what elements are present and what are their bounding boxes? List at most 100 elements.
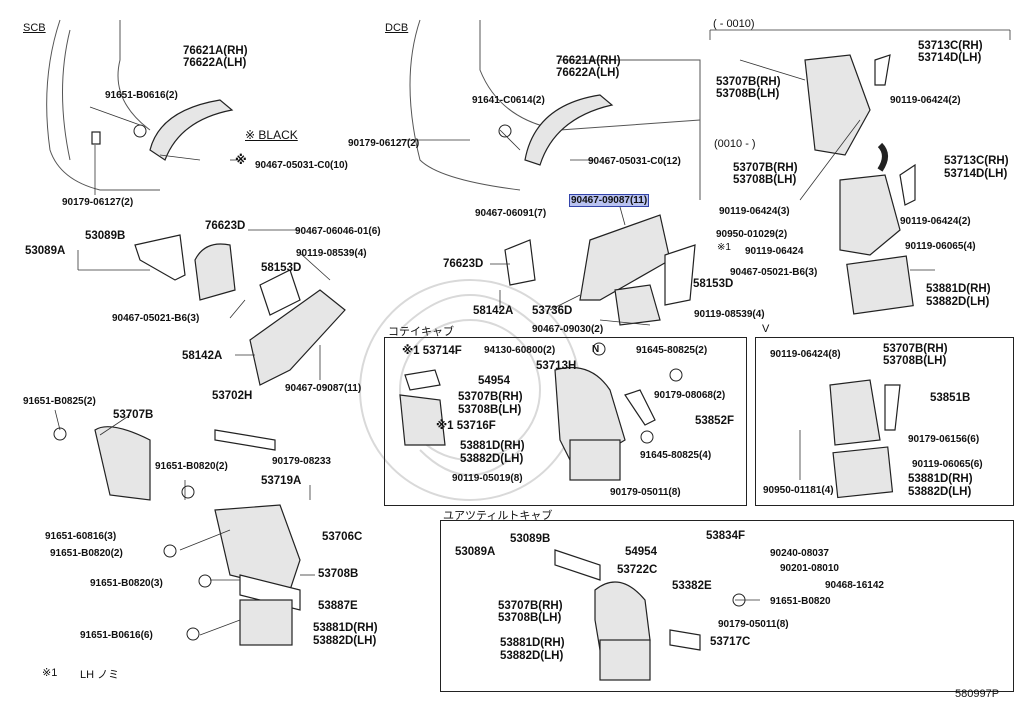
part-label[interactable]: 53708B(LH) [883,355,947,367]
part-label[interactable]: 90119-06065(6) [912,459,983,470]
part-label[interactable]: 91645-80825(2) [636,345,708,356]
part-label[interactable]: 53089B [510,533,551,545]
part-label[interactable]: 53736D [532,305,573,317]
part-label[interactable]: 58142A [473,305,514,317]
part-label[interactable]: 76621A(RH) [556,55,621,67]
part-label[interactable]: 53708B(LH) [733,174,797,186]
part-label[interactable]: 91651-B0825(2) [23,396,96,407]
part-label[interactable]: 90119-06424(2) [900,216,971,227]
part-label[interactable]: 53881D(RH) [926,283,991,295]
part-label[interactable]: 53722C [617,564,658,576]
part-label[interactable]: 53707B(RH) [883,343,948,355]
part-label[interactable]: 53882D(LH) [908,486,972,498]
part-label[interactable]: ※1 53714F [402,345,462,357]
part-label[interactable]: 53089B [85,230,126,242]
part-label[interactable]: 53887E [318,600,358,612]
part-label[interactable]: 76623D [205,220,246,232]
part-label[interactable]: 91645-80825(4) [640,450,712,461]
part-label[interactable]: 91641-C0614(2) [472,95,545,106]
part-label[interactable]: 90179-05011(8) [718,619,789,630]
part-label[interactable]: 90467-06046-01(6) [295,226,381,237]
part-label[interactable]: 91651-B0616(6) [80,630,153,641]
part-label[interactable]: 90950-01029(2) [716,229,788,240]
part-label[interactable]: 53089A [455,546,496,558]
part-label[interactable]: 90179-08068(2) [654,390,726,401]
part-label[interactable]: 76621A(RH) [183,45,248,57]
part-label[interactable]: 53719A [261,475,302,487]
part-label[interactable]: 53708B [318,568,359,580]
part-label[interactable]: 90467-05031-C0(12) [588,156,681,167]
part-label[interactable]: 53382E [672,580,712,592]
part-label[interactable]: 90179-06156(6) [908,434,980,445]
part-label[interactable]: 53708B(LH) [498,612,562,624]
part-label[interactable]: 90950-01181(4) [763,485,834,496]
part-label[interactable]: 53089A [25,245,66,257]
part-label[interactable]: 76623D [443,258,484,270]
part-label[interactable]: 90179-05011(8) [610,487,681,498]
part-label[interactable]: 90201-08010 [780,563,839,574]
part-label[interactable]: ※1 53716F [436,420,496,432]
part-label[interactable]: 53851B [930,392,971,404]
part-label[interactable]: 90119-08539(4) [296,248,367,259]
part-label[interactable]: 90179-06127(2) [62,197,134,208]
part-label[interactable]: 53717C [710,636,751,648]
part-label[interactable]: 90119-06065(4) [905,241,976,252]
part-label[interactable]: 53881D(RH) [313,622,378,634]
part-label[interactable]: 58142A [182,350,223,362]
part-label[interactable]: 90179-06127(2) [348,138,420,149]
part-label[interactable]: 58153D [693,278,734,290]
part-label[interactable]: 91651-B0820(2) [50,548,123,559]
part-label[interactable]: 91651-B0820(2) [155,461,228,472]
part-label[interactable]: 90467-05021-B6(3) [112,313,200,324]
part-label[interactable]: 53881D(RH) [500,637,565,649]
part-label[interactable]: 53882D(LH) [500,650,564,662]
part-label[interactable]: 53881D(RH) [908,473,973,485]
part-label-highlighted[interactable]: 90467-09087(11) [568,194,650,207]
part-label[interactable]: 53702H [212,390,253,402]
part-label[interactable]: 94130-60800(2) [484,345,556,356]
part-label[interactable]: 53882D(LH) [460,453,524,465]
part-label[interactable]: 90119-06424(3) [719,206,790,217]
part-label[interactable]: 76622A(LH) [556,67,620,79]
part-label[interactable]: 91651-B0616(2) [105,90,178,101]
part-label[interactable]: 90467-05031-C0(10) [255,160,348,171]
part-label[interactable]: 90467-09030(2) [532,324,604,335]
part-label[interactable]: 91651-B0820 [770,596,831,607]
part-label[interactable]: 90467-06091(7) [475,208,547,219]
part-label[interactable]: 90179-08233 [272,456,331,467]
part-label[interactable]: 53708B(LH) [458,404,522,416]
part-label[interactable]: 53882D(LH) [926,296,990,308]
part-label[interactable]: 90119-08539(4) [694,309,765,320]
part-label[interactable]: 90119-06424(8) [770,349,841,360]
part-label[interactable]: 90119-06424 [745,246,804,257]
part-label[interactable]: 54954 [625,546,657,558]
part-label[interactable]: 53707B(RH) [716,76,781,88]
part-label[interactable]: 53707B(RH) [458,391,523,403]
part-label[interactable]: 53707B [113,409,154,421]
part-label[interactable]: 90119-06424(2) [890,95,961,106]
part-label[interactable]: 53882D(LH) [313,635,377,647]
part-label[interactable]: 58153D [261,262,302,274]
part-label[interactable]: 91651-B0820(3) [90,578,163,589]
part-label[interactable]: 90467-09087(11) [285,383,362,394]
part-label[interactable]: 53713H [536,360,577,372]
part-label[interactable]: 90467-05021-B6(3) [730,267,818,278]
part-label[interactable]: 53714D(LH) [918,52,982,64]
part-label[interactable]: 53714D(LH) [944,168,1008,180]
part-label[interactable]: 54954 [478,375,510,387]
part-label[interactable]: 53852F [695,415,735,427]
part-label[interactable]: 76622A(LH) [183,57,247,69]
part-label[interactable]: 53706C [322,531,363,543]
part-label[interactable]: 53713C(RH) [944,155,1009,167]
part-label[interactable]: 53713C(RH) [918,40,983,52]
part-label[interactable]: 53708B(LH) [716,88,780,100]
kotei-53881d [569,439,621,481]
part-label[interactable]: 53881D(RH) [460,440,525,452]
part-label[interactable]: 53834F [706,530,746,542]
part-label[interactable]: 90468-16142 [825,580,884,591]
part-label[interactable]: 91651-60816(3) [45,531,117,542]
part-label[interactable]: 53707B(RH) [733,162,798,174]
part-label[interactable]: 90119-05019(8) [452,473,523,484]
part-label[interactable]: 53707B(RH) [498,600,563,612]
part-label[interactable]: 90240-08037 [770,548,829,559]
